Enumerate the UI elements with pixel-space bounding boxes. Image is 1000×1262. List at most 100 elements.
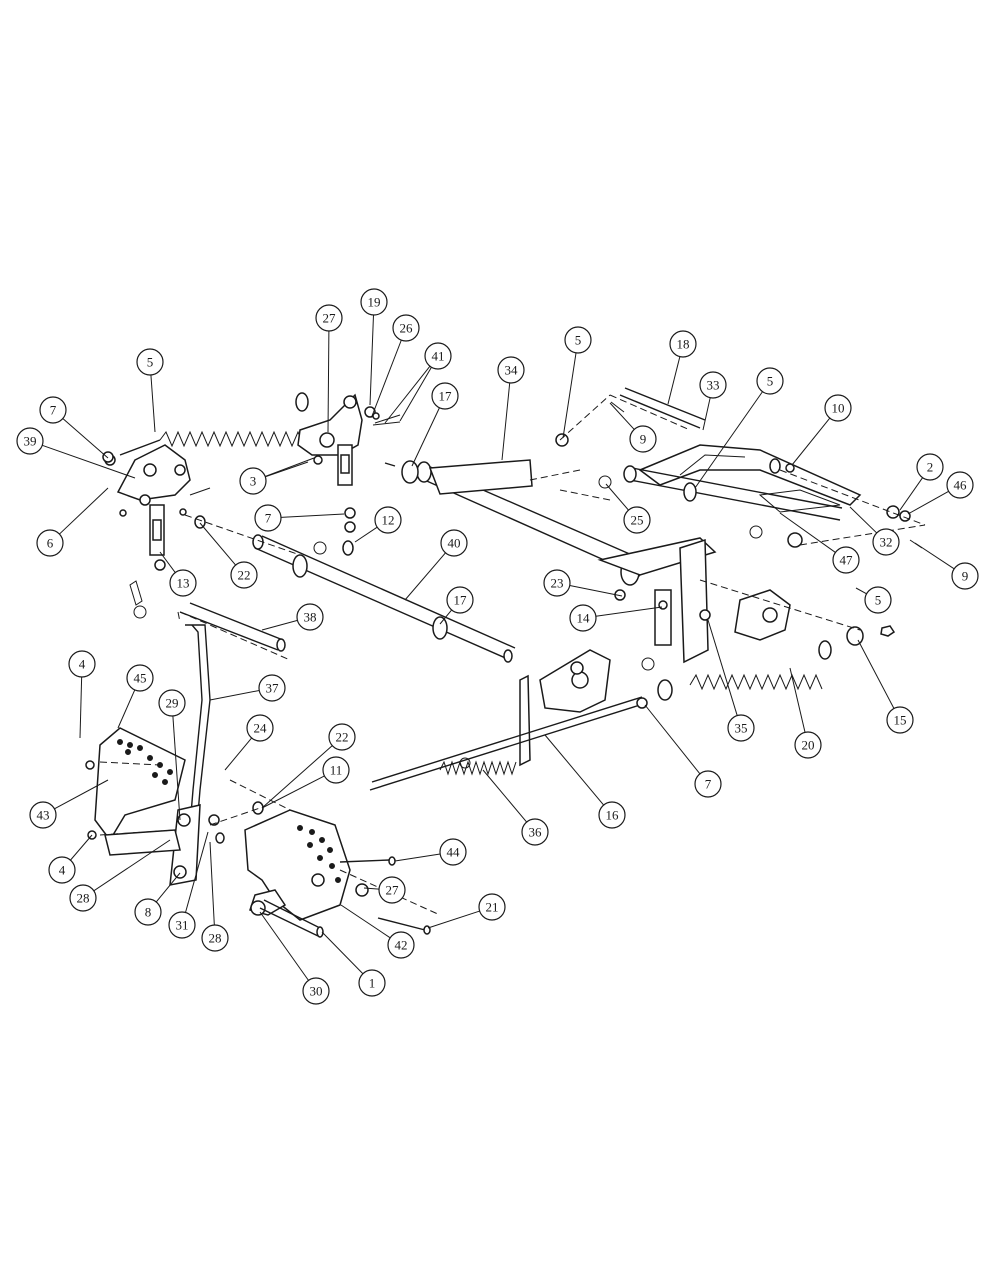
callout-circle xyxy=(254,504,282,532)
callout-leader-6 xyxy=(59,487,109,535)
callout-number: 4 xyxy=(79,657,86,672)
callout-circle xyxy=(246,714,274,742)
callout-circle xyxy=(669,330,697,358)
callout-number: 22 xyxy=(336,730,349,745)
callout-leader-10 xyxy=(791,417,831,466)
callout-5: 5 xyxy=(864,586,892,614)
callout-leader-12 xyxy=(354,526,378,543)
callout-circle xyxy=(169,569,197,597)
callout-leader-44 xyxy=(394,853,441,862)
callout-27: 27 xyxy=(378,876,406,904)
callout-46: 46 xyxy=(946,471,974,499)
callout-number: 28 xyxy=(209,931,222,946)
callout-circle xyxy=(296,603,324,631)
callout-circle xyxy=(136,348,164,376)
callout-leader-16 xyxy=(544,734,605,806)
callout-39: 39 xyxy=(16,427,44,455)
callout-circle xyxy=(374,506,402,534)
callout-number: 5 xyxy=(767,374,774,389)
callout-leader-extra-0 xyxy=(384,365,431,424)
callout-number: 27 xyxy=(386,883,400,898)
callout-circle xyxy=(322,756,350,784)
callout-leader-8 xyxy=(155,872,181,903)
callout-4: 4 xyxy=(48,856,76,884)
callout-37: 37 xyxy=(258,674,286,702)
callout-circle xyxy=(36,529,64,557)
callout-number: 23 xyxy=(551,576,564,591)
callout-28: 28 xyxy=(201,924,229,952)
callout-23: 23 xyxy=(543,569,571,597)
callout-circle xyxy=(794,731,822,759)
loose-hardware xyxy=(102,401,923,935)
callout-leader-40 xyxy=(404,552,446,601)
callout-circle xyxy=(158,689,186,717)
callout-leader-36 xyxy=(482,769,528,823)
callout-35: 35 xyxy=(727,714,755,742)
callout-9: 9 xyxy=(629,425,657,453)
callout-circle xyxy=(134,898,162,926)
callout-number: 18 xyxy=(677,337,690,352)
callout-circle xyxy=(431,382,459,410)
callout-circle xyxy=(315,304,343,332)
callout-28: 28 xyxy=(69,884,97,912)
callout-number: 43 xyxy=(37,808,50,823)
callout-number: 10 xyxy=(832,401,845,416)
callout-leader-24 xyxy=(224,737,253,771)
callout-31: 31 xyxy=(168,911,196,939)
callout-circle xyxy=(126,664,154,692)
callout-20: 20 xyxy=(794,731,822,759)
callout-leader-1 xyxy=(321,931,364,975)
callout-number: 34 xyxy=(505,363,519,378)
callout-number: 36 xyxy=(529,825,543,840)
callout-number: 29 xyxy=(166,696,179,711)
callout-47: 47 xyxy=(832,546,860,574)
callout-leader-7 xyxy=(280,513,345,518)
callout-25: 25 xyxy=(623,506,651,534)
callout-8: 8 xyxy=(134,898,162,926)
callout-leader-37 xyxy=(209,689,260,701)
right-spring-assembly xyxy=(657,589,896,701)
callout-circle xyxy=(727,714,755,742)
callout-leader-11 xyxy=(261,775,325,809)
callout-leader-21 xyxy=(427,910,480,929)
callout-circle xyxy=(946,471,974,499)
callout-leader-22 xyxy=(199,522,236,566)
callout-circle xyxy=(478,893,506,921)
callout-leader-45 xyxy=(117,689,136,729)
callout-circle xyxy=(886,706,914,734)
callout-circle xyxy=(824,394,852,422)
callout-number: 3 xyxy=(250,474,257,489)
callout-number: 31 xyxy=(176,918,189,933)
callout-leader-15 xyxy=(857,639,895,709)
callout-number: 14 xyxy=(577,611,591,626)
callout-5: 5 xyxy=(136,348,164,376)
vertical-plate xyxy=(654,538,709,664)
callout-circle xyxy=(864,586,892,614)
callout-circle xyxy=(230,561,258,589)
callout-circle xyxy=(694,770,722,798)
callout-leaders xyxy=(42,314,955,981)
callout-leader-32 xyxy=(849,506,878,534)
callout-number: 1 xyxy=(369,976,376,991)
callout-circle xyxy=(569,604,597,632)
callout-17: 17 xyxy=(446,586,474,614)
callout-circle xyxy=(543,569,571,597)
callout-leader-35 xyxy=(707,619,738,716)
callout-number: 22 xyxy=(238,568,251,583)
callout-number: 44 xyxy=(447,845,461,860)
callout-circle xyxy=(951,562,979,590)
callout-circle xyxy=(446,586,474,614)
callout-12: 12 xyxy=(374,506,402,534)
callout-number: 15 xyxy=(894,713,907,728)
callout-number: 41 xyxy=(432,349,445,364)
callout-leader-4 xyxy=(79,676,83,739)
callout-leader-18 xyxy=(667,356,681,405)
callout-6: 6 xyxy=(36,529,64,557)
callout-15: 15 xyxy=(886,706,914,734)
callout-leader-38 xyxy=(261,619,298,631)
callout-circle xyxy=(358,969,386,997)
callout-number: 46 xyxy=(954,478,968,493)
callout-13: 13 xyxy=(169,569,197,597)
